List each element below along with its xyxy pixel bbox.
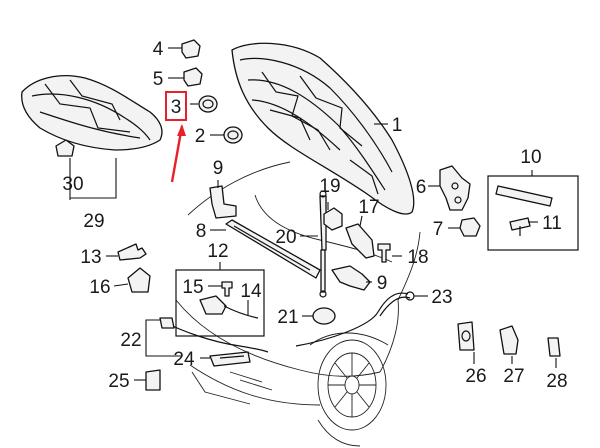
bracket-27 (499, 325, 519, 355)
callout-22: 22 (120, 330, 141, 351)
callout-11: 11 (542, 213, 562, 234)
parts-box-10 (487, 175, 579, 251)
callout-15: 15 (182, 277, 203, 298)
callout-28: 28 (546, 371, 567, 392)
callout-6: 6 (416, 177, 427, 198)
callout-29: 29 (83, 211, 104, 232)
clip-28 (547, 337, 561, 357)
callout-27: 27 (503, 366, 524, 387)
callout-21: 21 (277, 307, 298, 328)
callout-2: 2 (195, 126, 206, 147)
highlight-callout-3 (165, 91, 187, 183)
callout-1: 1 (392, 115, 403, 136)
pin-11 (509, 217, 531, 236)
callout-10: 10 (520, 147, 541, 168)
callout-14: 14 (240, 281, 262, 302)
release-handle-24 (209, 351, 251, 367)
callout-23: 23 (431, 287, 452, 308)
bumper-stop-4 (181, 39, 201, 59)
latch-bolt-18 (377, 243, 391, 263)
hood-seal-8 (225, 219, 321, 279)
hood-bracket-9-upper (209, 185, 237, 219)
callout-labels: 4 5 3 2 1 6 7 8 9 9 10 11 12 13 14 15 16… (62, 39, 567, 392)
callout-19: 19 (319, 176, 340, 197)
bolt-13 (117, 243, 147, 261)
hood-insulator (21, 75, 163, 151)
callout-3: 3 (171, 97, 182, 118)
callout-9-lower: 9 (377, 273, 388, 294)
strut-mount-19 (323, 207, 343, 231)
hood-latch-17 (345, 223, 375, 259)
callout-20: 20 (275, 227, 296, 248)
hood-hinge (439, 165, 471, 211)
support-strut (319, 190, 327, 298)
clip-25 (145, 369, 161, 391)
release-cable-22 (159, 317, 269, 353)
callout-25: 25 (108, 371, 129, 392)
bumper-stop-5 (183, 67, 203, 87)
hood-panel (231, 42, 415, 215)
callout-4: 4 (153, 39, 164, 60)
bumper-21 (312, 307, 336, 325)
callout-16: 16 (89, 277, 110, 298)
insulator-clip (55, 139, 75, 157)
callout-26: 26 (465, 366, 486, 387)
bracket-16 (127, 267, 151, 293)
grommet-2 (223, 126, 243, 144)
callout-30: 30 (62, 174, 83, 195)
callout-8: 8 (196, 221, 207, 242)
callout-9-upper: 9 (213, 158, 224, 179)
callout-24: 24 (173, 349, 195, 370)
callout-18: 18 (407, 247, 428, 268)
callout-12: 12 (207, 241, 228, 262)
callout-13: 13 (80, 247, 101, 268)
callout-7: 7 (433, 219, 444, 240)
bracket-26 (457, 321, 475, 351)
hinge-bolt-7 (459, 217, 481, 237)
callout-5: 5 (153, 69, 164, 90)
grommet-3 (198, 95, 218, 113)
hood-bracket-9-lower (331, 265, 371, 291)
bolt-15 (221, 281, 233, 297)
leader-lines (69, 47, 557, 381)
callout-17: 17 (358, 197, 379, 218)
